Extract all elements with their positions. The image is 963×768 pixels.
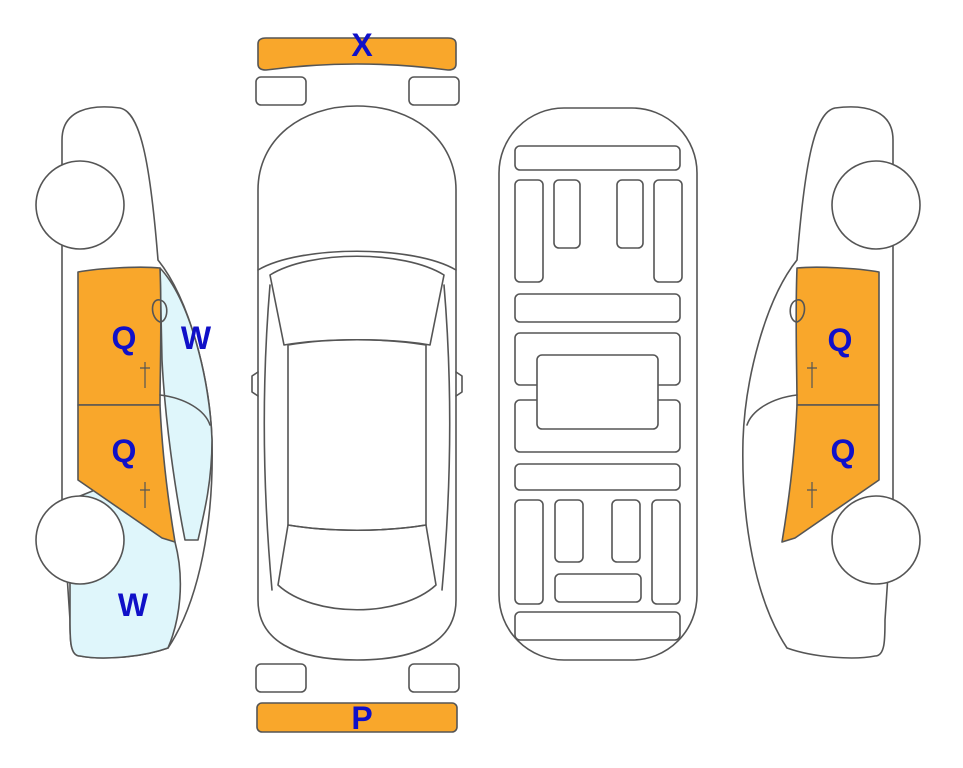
right-mirror — [455, 371, 463, 397]
top-body-outline — [257, 105, 457, 661]
left-rear-door-panel[interactable] — [77, 404, 176, 543]
rear-right-tire — [408, 663, 460, 693]
right-front-door-panel[interactable] — [795, 266, 880, 406]
left-front-door-panel[interactable] — [77, 266, 162, 406]
left-front-door-label: Q — [112, 320, 137, 356]
left-side-line — [263, 284, 273, 591]
top-hood-line — [257, 250, 457, 271]
top-view — [251, 37, 463, 733]
right-rear-wheel — [831, 495, 921, 585]
right-rear-door-panel[interactable] — [781, 404, 880, 543]
damage-labels: X P Q Q W W Q Q — [112, 27, 856, 736]
right-front-wheel — [831, 160, 921, 250]
rear-bumper-label: P — [351, 700, 372, 736]
left-side-view — [35, 106, 213, 659]
front-bumper-label: X — [351, 27, 373, 63]
left-rear-wheel — [35, 495, 125, 585]
left-front-glass-label: W — [181, 320, 212, 356]
front-left-tire — [255, 76, 307, 106]
right-rear-door-label: Q — [831, 433, 856, 469]
left-rear-fender-label: W — [118, 587, 149, 623]
front-right-tire — [408, 76, 460, 106]
right-side-line — [441, 284, 451, 591]
left-front-wheel — [35, 160, 125, 250]
rear-window — [277, 524, 437, 611]
right-front-door-label: Q — [828, 322, 853, 358]
right-side-view — [742, 106, 921, 659]
front-bumper-panel[interactable] — [257, 37, 457, 71]
left-mirror — [251, 371, 259, 397]
rear-bumper-panel[interactable] — [256, 702, 458, 733]
underside-view — [498, 107, 698, 661]
left-front-glass-panel[interactable] — [159, 267, 213, 541]
rear-left-tire — [255, 663, 307, 693]
left-rear-door-label: Q — [112, 433, 137, 469]
